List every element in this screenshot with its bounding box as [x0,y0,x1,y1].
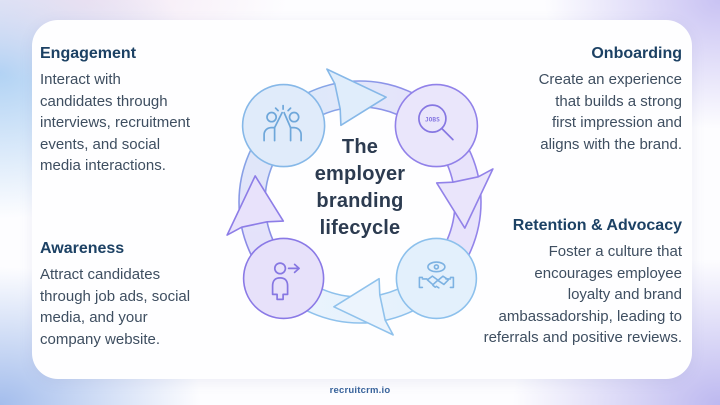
footer-brand: recruitcrm.io [329,385,391,396]
jobs-search-icon: JOBS [418,104,454,141]
jobs-label: JOBS [425,116,440,123]
high-five-icon [263,104,302,142]
section-title: Engagement [40,45,137,62]
section-awareness: Awareness Attract candidates through job… [40,239,240,350]
cycle-diagram: JOBS [226,68,494,336]
handshake-eye-icon [418,261,455,289]
section-retention: Retention & Advocacy Foster a culture th… [427,216,682,349]
section-body: Foster a culture that encourages employe… [483,243,682,346]
section-title: Onboarding [591,45,682,62]
diagram-center-title: The employer branding lifecycle [314,136,406,239]
node-circle-top-right [394,83,479,168]
section-title: Retention & Advocacy [512,217,682,234]
section-engagement: Engagement Interact with candidates thro… [40,44,235,177]
cycle-ring [238,80,482,324]
node-circle-top-left [241,83,326,168]
person-arrow-icon [271,262,300,301]
section-body: Create an experience that builds a stron… [538,71,682,153]
section-body: Interact with candidates through intervi… [40,71,191,174]
section-title: Awareness [40,240,125,257]
section-body: Attract candidates through job ads, soci… [40,266,191,348]
section-onboarding: Onboarding Create an experience that bui… [477,44,682,155]
